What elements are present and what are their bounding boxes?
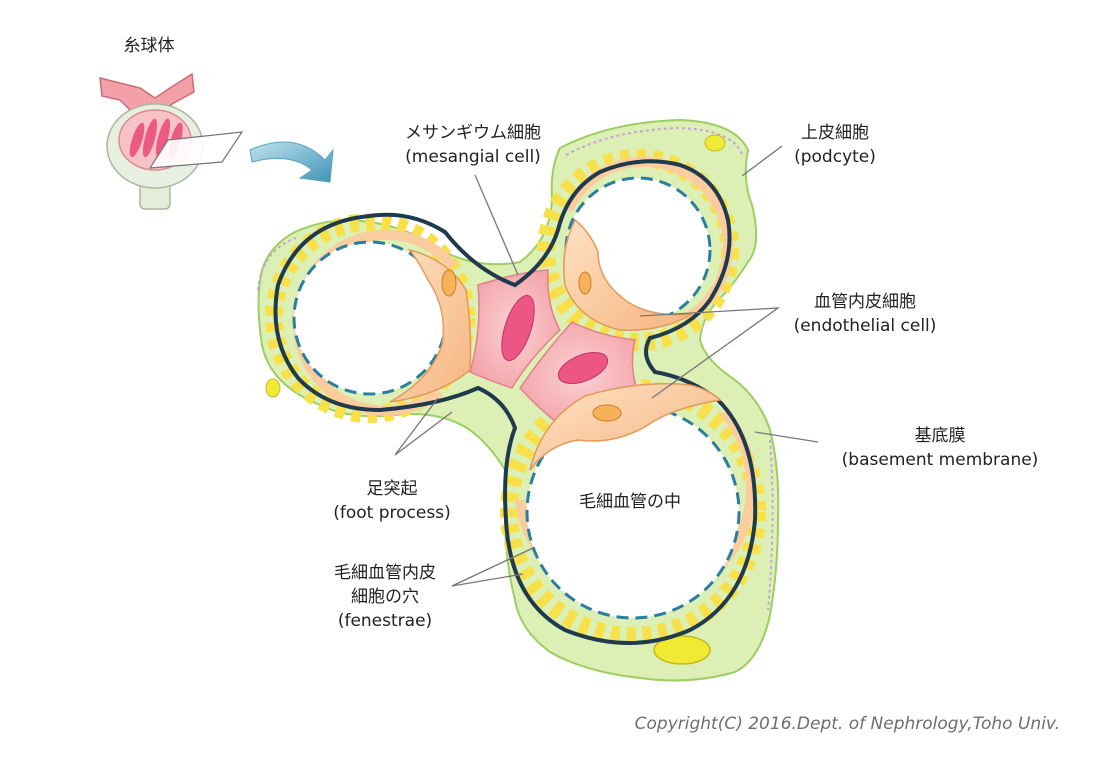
endothelial-nucleus: [592, 404, 622, 422]
leader-mesangial: [474, 174, 519, 276]
label-glomerulus: 糸球体: [104, 34, 194, 58]
podocyte-nucleus: [265, 378, 281, 398]
label-podocyte-jp: 上皮細胞: [801, 123, 869, 143]
label-foot-en: (foot process): [333, 503, 451, 523]
label-capillary-lumen-jp: 毛細血管の中: [579, 492, 681, 512]
copyright-notice: Copyright(C) 2016.Dept. of Nephrology,To…: [634, 714, 1060, 734]
leader-endothelial: [639, 307, 781, 399]
leader-podocyte: [741, 145, 783, 177]
label-fenestrae-jp1: 毛細血管内皮: [334, 563, 436, 583]
capillary-loop: [129, 122, 145, 158]
label-podocyte-en: (podcyte): [794, 147, 876, 167]
leader-foot-process: [394, 397, 453, 456]
zoom-arrow-icon: [249, 141, 334, 183]
label-endothelial-en: (endothelial cell): [793, 316, 937, 336]
glomerulus-icon: [99, 72, 244, 210]
endothelial-cell: [563, 218, 693, 331]
podocyte-nucleus: [653, 635, 711, 665]
label-foot-jp: 足突起: [366, 479, 418, 499]
label-basement-en: (basement membrane): [841, 450, 1039, 470]
endothelial-cell: [529, 383, 722, 471]
leader-fenestrae: [451, 547, 534, 587]
capillary-loop: [142, 118, 158, 158]
label-endothelial: 血管内皮細胞 (endothelial cell): [770, 290, 960, 338]
leader-basement: [754, 431, 819, 443]
podocyte-nucleus: [704, 134, 726, 152]
podocyte-edge: [257, 126, 774, 611]
leader-lines: [394, 145, 819, 587]
label-capillary-lumen: 毛細血管の中: [555, 490, 705, 514]
label-fenestrae: 毛細血管内皮 細胞の穴 (fenestrae): [310, 561, 460, 633]
section-plane: [148, 131, 244, 169]
afferent-arteriole: [99, 72, 195, 113]
endothelial-nucleus: [578, 271, 592, 295]
label-mesangial-jp: メサンギウム細胞: [405, 123, 541, 143]
label-basement-jp: 基底膜: [914, 426, 966, 446]
label-endothelial-jp: 血管内皮細胞: [814, 292, 916, 312]
label-foot-process: 足突起 (foot process): [312, 477, 472, 525]
mesangial-nucleus: [501, 294, 535, 362]
basement-membrane: [273, 159, 758, 645]
mesangial-nucleus: [557, 352, 609, 384]
label-fenestrae-jp2: 細胞の穴: [351, 587, 419, 607]
label-fenestrae-en: (fenestrae): [337, 611, 433, 631]
capillary-loop: [155, 118, 171, 158]
label-glomerulus-jp: 糸球体: [123, 36, 175, 56]
label-basement: 基底膜 (basement membrane): [820, 424, 1060, 472]
endothelial-nucleus: [441, 269, 457, 297]
label-mesangial-en: (mesangial cell): [405, 147, 541, 167]
label-podocyte: 上皮細胞 (podcyte): [770, 121, 900, 169]
label-mesangial: メサンギウム細胞 (mesangial cell): [368, 121, 578, 169]
